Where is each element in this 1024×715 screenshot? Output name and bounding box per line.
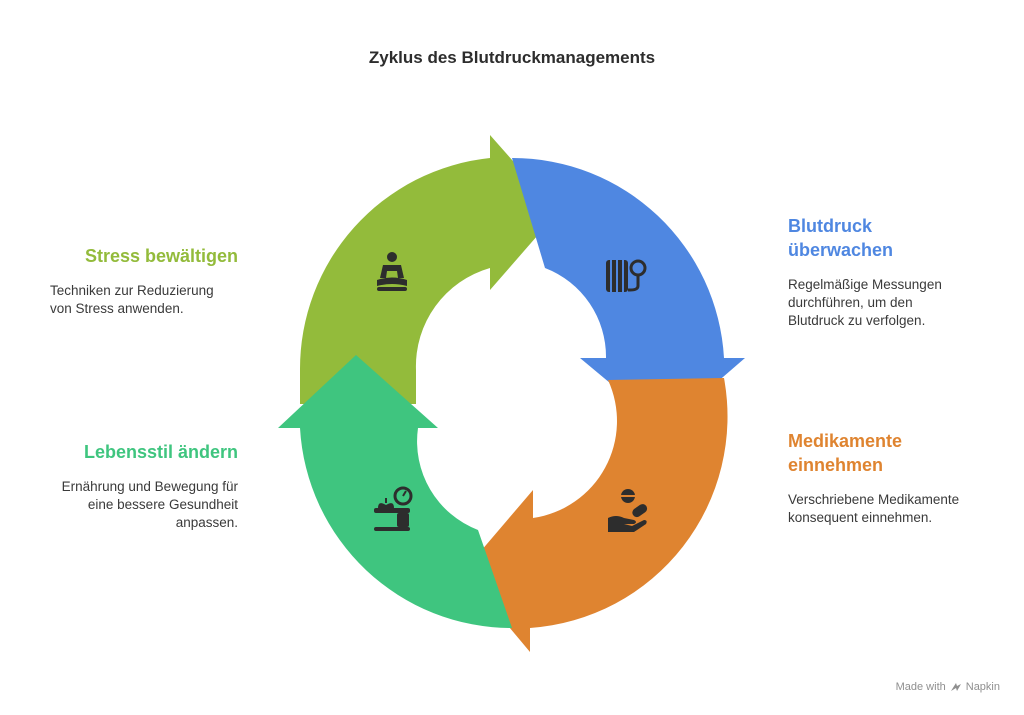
step-monitor-description: Regelmäßige Messungen durchführen, um de…	[788, 277, 942, 328]
step-stress: Stress bewältigen Techniken zur Reduzier…	[38, 244, 238, 318]
napkin-credit[interactable]: Made with Napkin	[896, 681, 1000, 693]
apple-scale-icon	[374, 486, 413, 531]
pill-in-hand-icon	[608, 489, 648, 532]
napkin-logo-icon	[950, 683, 961, 691]
step-medication-description: Verschriebene Medikamente konsequent ein…	[788, 492, 960, 525]
footer-brand: Napkin	[965, 681, 1000, 693]
step-medication: Medikamente einnehmen Verschriebene Medi…	[788, 429, 988, 527]
step-monitor-title: Blutdruck überwachen	[788, 216, 894, 260]
footer-text: Made with	[895, 681, 946, 693]
step-lifestyle: Lebensstil ändern Ernährung und Bewegung…	[38, 440, 238, 532]
step-stress-title: Stress bewältigen	[84, 246, 238, 266]
segment-medication	[463, 378, 728, 652]
diagram-title: Zyklus des Blutdruckmanagements	[368, 48, 656, 67]
step-monitor: Blutdruck überwachen Regelmäßige Messung…	[788, 214, 988, 330]
step-medication-title: Medikamente einnehmen	[788, 431, 903, 475]
blood-pressure-monitor-icon	[606, 259, 647, 292]
segment-stress	[299, 135, 558, 404]
step-lifestyle-title: Lebensstil ändern	[83, 442, 238, 462]
meditation-icon	[377, 252, 407, 291]
step-lifestyle-description: Ernährung und Bewegung für eine bessere …	[61, 479, 238, 530]
segment-monitor	[512, 157, 745, 428]
step-stress-description: Techniken zur Reduzierung von Stress anw…	[50, 283, 214, 316]
